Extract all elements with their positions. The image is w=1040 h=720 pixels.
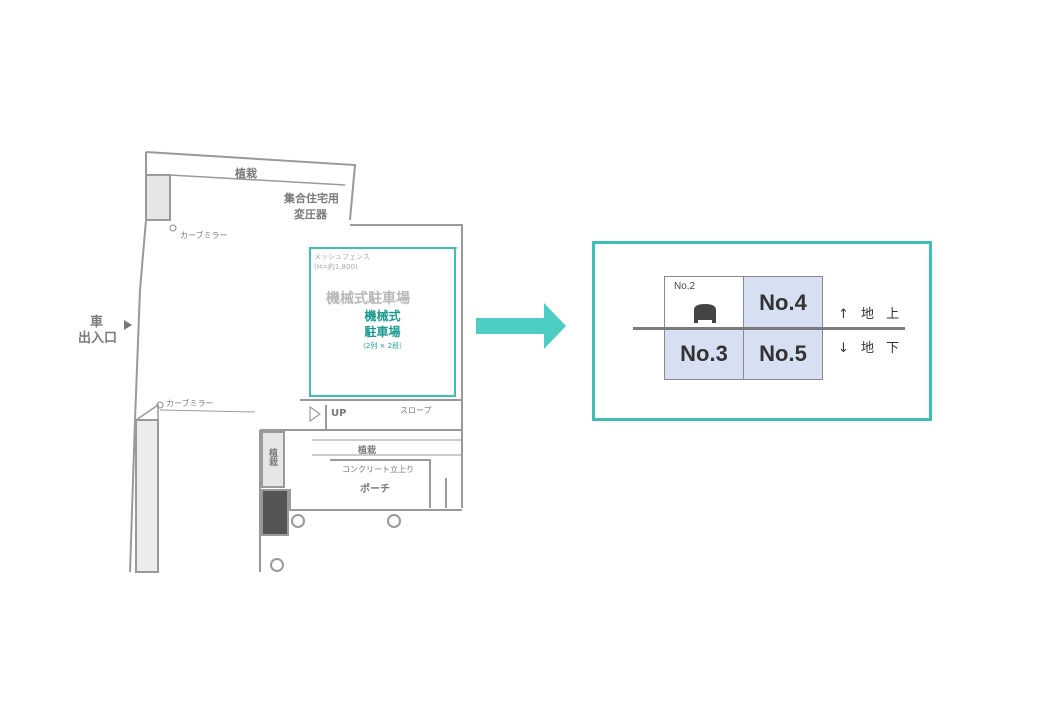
mech-parking-bg-label: 機械式駐車場 [326,291,410,307]
parking-slot-no4: No.4 [743,276,823,329]
concrete-label: コンクリート立上り [342,465,414,474]
car-entrance-label-1: 車 [90,315,104,330]
entrance-arrow-icon [124,320,132,330]
parking-slot-no2: No.2 [664,276,744,329]
mesh-fence-label: メッシュフェンス [314,253,370,261]
curve-mirror-top-label: カーブミラー [180,231,228,240]
plan-walls [129,151,463,573]
slope-label: スロープ [400,406,432,415]
below-ground-label: ↓ 地 下 [838,341,904,356]
car-icon [694,304,716,323]
car-entrance-label-2: 出入口 [78,331,118,346]
up-arrow-icon [309,406,321,422]
above-ground-label: ↑ 地 上 [838,307,904,322]
right-arrow-icon [476,303,566,349]
highlight-line-3: （2列 × 2段） [358,342,407,350]
ground-level-divider [633,327,905,330]
mesh-fence-height-label: (H=約1,800) [314,263,358,271]
curve-mirror-icon [169,224,177,232]
curve-mirror-icon [156,401,164,409]
slot-no5-label: No.5 [759,341,807,366]
curve-mirror-bottom-label: カーブミラー [166,399,214,408]
parking-slot-no5: No.5 [743,328,823,380]
apartment-label-2: 変圧器 [294,208,327,221]
mech-parking-highlight: 機械式 駐車場 （2列 × 2段） [309,247,456,397]
slot-no4-label: No.4 [759,289,807,315]
slot-no3-label: No.3 [680,341,728,366]
planting-mid-label: 植栽 [358,446,377,456]
parking-slot-no3: No.3 [664,328,744,380]
planting-left-label: 植栽 [267,448,277,466]
up-label: UP [331,408,347,419]
slot-no2-label: No.2 [674,281,696,292]
porch-label: ポーチ [360,484,390,495]
parking-diagram: No.2 No.4 No.3 No.5 ↑ 地 上 ↓ 地 下 [592,241,932,421]
highlight-line-1: 機械式 [364,309,401,323]
highlight-line-2: 駐車場 [364,325,401,339]
planting-top-label: 植栽 [235,167,257,180]
apartment-label-1: 集合住宅用 [284,192,339,205]
